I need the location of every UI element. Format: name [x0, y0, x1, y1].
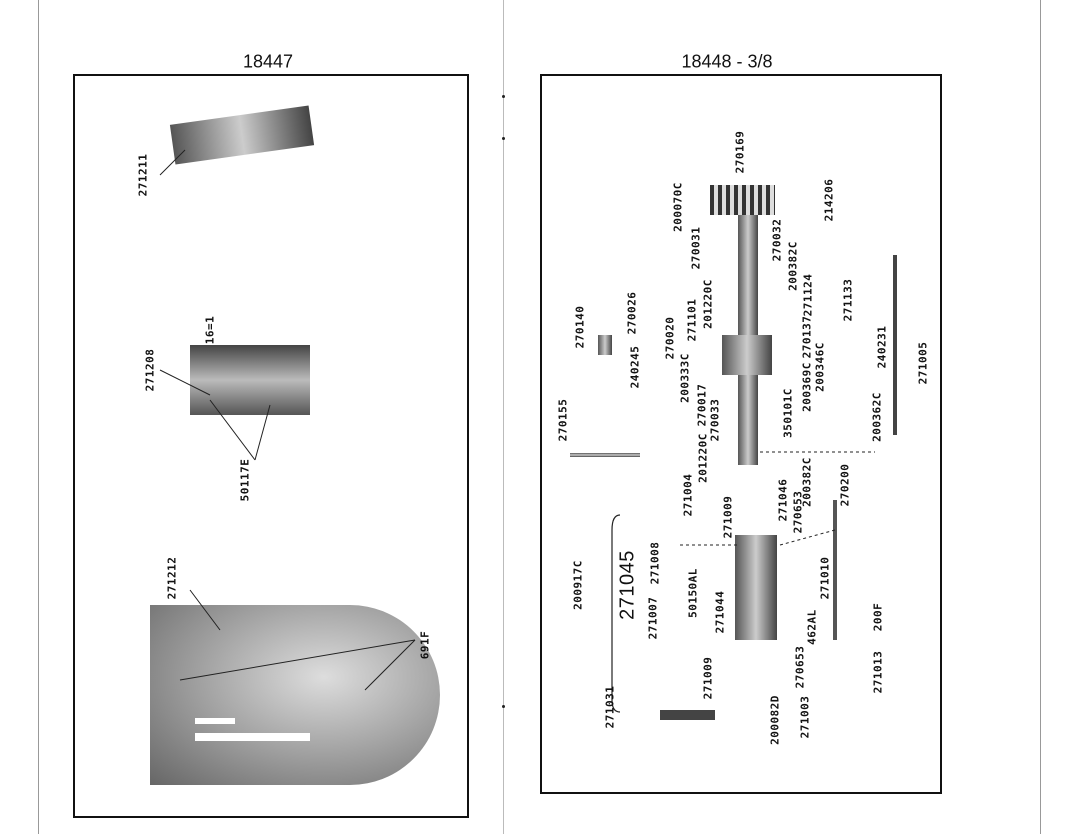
part-label: 350101C — [781, 388, 795, 438]
left-diagram-panel — [73, 74, 469, 818]
part-label: 50117E — [238, 458, 252, 502]
page-mark — [502, 137, 505, 140]
part-label: 270653 — [793, 645, 807, 689]
part-label: 214206 — [822, 178, 836, 222]
part-label: 270017 — [695, 383, 709, 427]
throat-plate-slot — [195, 733, 310, 741]
part-label: 200F — [871, 602, 885, 632]
right-page-title: 18448 - 3/8 — [681, 51, 773, 72]
needle-rod-image — [833, 500, 837, 640]
page-mark — [502, 705, 505, 708]
part-label: 271010 — [818, 556, 832, 600]
part-label: 271009 — [701, 656, 715, 700]
part-label: 271008 — [648, 541, 662, 585]
part-label: 240231 — [875, 325, 889, 369]
part-label: 270653 — [791, 490, 805, 534]
part-label: 271004 — [681, 473, 695, 517]
feed-dog-image — [190, 345, 310, 415]
left-page-title: 18447 — [242, 51, 294, 72]
part-label: 200362C — [870, 392, 884, 442]
part-label: 271031 — [603, 685, 617, 729]
part-label: 271046 — [776, 478, 790, 522]
part-label: 270020 — [663, 316, 677, 360]
part-label: 270140 — [573, 305, 587, 349]
part-label: 270032 — [770, 218, 784, 262]
part-label: 201220C — [696, 433, 710, 483]
part-label: 200333C — [678, 353, 692, 403]
assembly-label: 271045 — [616, 550, 639, 620]
part-label: 462AL — [805, 609, 819, 645]
page-mark — [502, 95, 505, 98]
part-label: 240245 — [628, 345, 642, 389]
part-label: 271007 — [646, 596, 660, 640]
page-fold — [503, 0, 504, 834]
part-label: 271005 — [916, 341, 930, 385]
looper-body-image — [735, 535, 777, 640]
part-label: 271208 — [143, 348, 157, 392]
part-label: 271211 — [136, 153, 150, 197]
page-edge-left — [38, 0, 39, 834]
part-label: 271212 — [165, 556, 179, 600]
part-label: 200070C — [671, 182, 685, 232]
part-label: 270169 — [733, 130, 747, 174]
part-label: 271003 — [798, 695, 812, 739]
lever-image — [660, 710, 715, 720]
right-diagram-panel — [540, 74, 942, 794]
part-label: 271009 — [721, 495, 735, 539]
part-label: 200382C — [786, 241, 800, 291]
part-label: 271044 — [713, 590, 727, 634]
part-label: 271013 — [871, 650, 885, 694]
dimension-label: 16=1 — [203, 315, 217, 345]
part-label: 271124 — [801, 273, 815, 317]
part-label: 200082D — [768, 695, 782, 745]
part-label: 270026 — [625, 291, 639, 335]
part-label: 200369C — [800, 362, 814, 412]
part-label: 271133 — [841, 278, 855, 322]
part-label: 270031 — [689, 226, 703, 270]
part-label: 270155 — [556, 398, 570, 442]
part-label: 50150AL — [686, 568, 700, 618]
part-label: 270033 — [708, 398, 722, 442]
throat-plate-image — [150, 605, 440, 785]
collar-image — [722, 335, 772, 375]
part-label: 691F — [418, 630, 432, 660]
gear-image — [710, 185, 775, 215]
part-label: 270200 — [838, 463, 852, 507]
part-label: 271101 — [685, 298, 699, 342]
part-label: 270137 — [800, 315, 814, 359]
rod-image — [893, 255, 897, 435]
part-label: 200917C — [571, 560, 585, 610]
part-label: 201220C — [701, 279, 715, 329]
part-label: 200346C — [813, 342, 827, 392]
spring-image — [598, 335, 612, 355]
page-edge-right — [1040, 0, 1041, 834]
throat-plate-slot — [195, 718, 235, 724]
